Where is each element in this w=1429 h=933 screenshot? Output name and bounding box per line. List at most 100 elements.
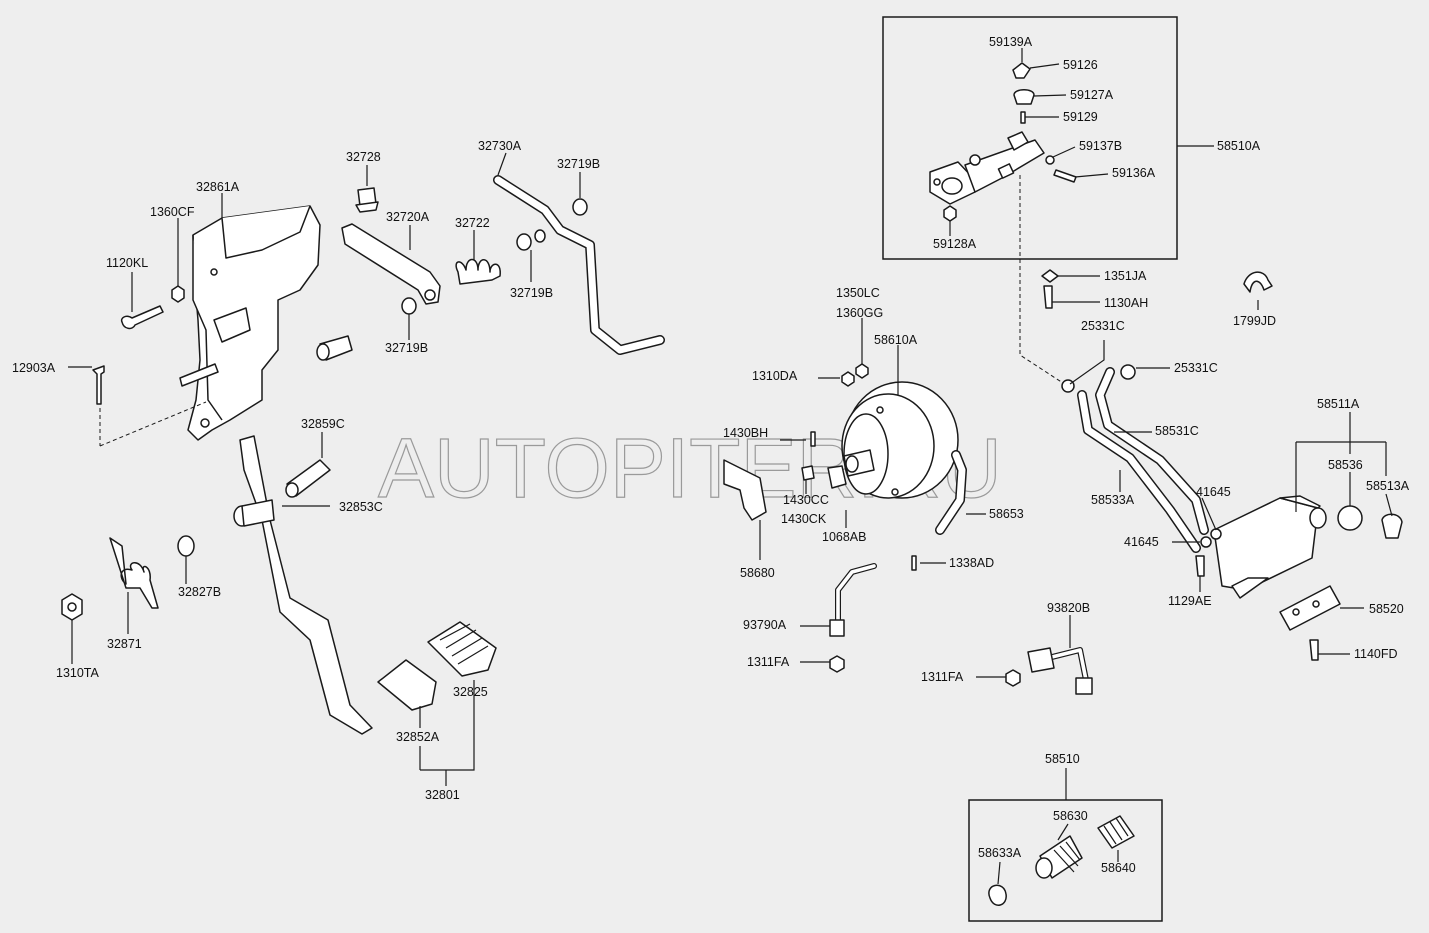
bolt-1430BH xyxy=(810,431,816,447)
label-59129: 59129 xyxy=(1063,110,1098,124)
bolt-1129AE xyxy=(1195,555,1205,577)
label-32825: 32825 xyxy=(453,685,488,699)
grommet-25331C-b xyxy=(1120,364,1136,380)
label-1338AD: 1338AD xyxy=(949,556,994,570)
label-1351JA: 1351JA xyxy=(1104,269,1147,283)
bracket-58680 xyxy=(723,459,767,521)
bolt-1120KL xyxy=(120,305,164,330)
label-32730A: 32730A xyxy=(478,139,522,153)
label-59139A: 59139A xyxy=(989,35,1033,49)
label-41645-a: 41645 xyxy=(1196,485,1231,499)
label-1360GG: 1360GG xyxy=(836,306,883,320)
label-59126: 59126 xyxy=(1063,58,1098,72)
bushing-32719B-b xyxy=(516,233,532,251)
switch-1430CK xyxy=(827,465,847,489)
clip-41645-a xyxy=(1210,528,1222,540)
nut-small xyxy=(943,205,957,222)
nut-1311FA-b xyxy=(1005,669,1021,687)
label-32859C: 32859C xyxy=(301,417,345,431)
label-1360CF: 1360CF xyxy=(150,205,195,219)
label-58630: 58630 xyxy=(1053,809,1088,823)
nut-1360CF xyxy=(171,285,185,303)
bolt-1140FD xyxy=(1309,639,1319,661)
bushing-32719B-c xyxy=(401,297,417,315)
master-cylinder-detail-box xyxy=(882,16,1178,260)
label-1799JD: 1799JD xyxy=(1233,314,1276,328)
label-58511A: 58511A xyxy=(1317,397,1360,411)
lever-32720A xyxy=(341,223,441,305)
label-32801: 32801 xyxy=(425,788,460,802)
bolt-1338AD xyxy=(911,555,917,571)
bushing-32719B-a xyxy=(572,198,588,216)
label-58610A: 58610A xyxy=(874,333,918,347)
label-1311FA-a: 1311FA xyxy=(747,655,790,669)
label-93820B: 93820B xyxy=(1047,601,1090,615)
brake-booster xyxy=(841,381,959,499)
label-58510: 58510 xyxy=(1045,752,1080,766)
label-59136A: 59136A xyxy=(1112,166,1156,180)
label-32722: 32722 xyxy=(455,216,490,230)
ring-58633A xyxy=(988,884,1007,906)
label-1310DA: 1310DA xyxy=(752,369,798,383)
label-41645-b: 41645 xyxy=(1124,535,1159,549)
bolt xyxy=(1053,169,1077,183)
label-32719B-c: 32719B xyxy=(385,341,428,355)
spring-32722 xyxy=(455,258,501,285)
label-58680: 58680 xyxy=(740,566,775,580)
label-32719B-b: 32719B xyxy=(510,286,553,300)
label-58531C: 58531C xyxy=(1155,424,1199,438)
label-59128A: 59128A xyxy=(933,237,977,251)
master-cylinder xyxy=(929,131,1045,205)
label-12903A: 12903A xyxy=(12,361,56,375)
clamp-1799JD xyxy=(1243,271,1273,293)
label-93790A: 93790A xyxy=(743,618,787,632)
clip-1351JA xyxy=(1041,269,1059,283)
label-32827B: 32827B xyxy=(178,585,221,599)
reservoir-cap xyxy=(1013,89,1035,105)
clip-1430CC xyxy=(801,465,815,481)
pad-32852A xyxy=(377,659,437,711)
part-labels: 59139A 59126 59127A 59129 59137B 59136A … xyxy=(12,35,1410,875)
label-1430CK: 1430CK xyxy=(781,512,827,526)
label-58520: 58520 xyxy=(1369,602,1404,616)
label-1129AE: 1129AE xyxy=(1168,594,1212,608)
label-25331C-a: 25331C xyxy=(1081,319,1125,333)
label-32719B-a: 32719B xyxy=(557,157,600,171)
label-1311FA-b: 1311FA xyxy=(921,670,964,684)
reservoir-58511A xyxy=(1213,497,1319,591)
label-32853C: 32853C xyxy=(339,500,383,514)
label-1068AB: 1068AB xyxy=(822,530,866,544)
pedal-bracket xyxy=(179,205,321,441)
cap-58536 xyxy=(1337,505,1363,531)
label-59127A: 59127A xyxy=(1070,88,1114,102)
label-58536: 58536 xyxy=(1328,458,1363,472)
label-1140FD: 1140FD xyxy=(1354,647,1398,661)
pedal-arm-32801 xyxy=(239,435,373,735)
label-32861A: 32861A xyxy=(196,180,240,194)
label-1430BH: 1430BH xyxy=(723,426,768,440)
spring-32871 xyxy=(109,537,159,609)
label-58533A: 58533A xyxy=(1091,493,1135,507)
label-1430CC: 1430CC xyxy=(783,493,829,507)
label-25331C-b: 25331C xyxy=(1174,361,1218,375)
sensor-93790A xyxy=(835,563,877,627)
bolt-1130AH xyxy=(1043,285,1053,309)
nut-1310DA xyxy=(841,371,855,387)
label-58653: 58653 xyxy=(989,507,1024,521)
nut-1311FA-a xyxy=(829,655,845,673)
label-1310TA: 1310TA xyxy=(56,666,100,680)
bracket-58520 xyxy=(1279,585,1341,631)
bleeder-screw xyxy=(1012,62,1031,79)
washer-1360GG xyxy=(855,363,869,379)
label-58513A: 58513A xyxy=(1366,479,1410,493)
label-1120KL: 1120KL xyxy=(106,256,148,270)
label-58640: 58640 xyxy=(1101,861,1136,875)
label-32720A: 32720A xyxy=(386,210,430,224)
label-1350LC: 1350LC xyxy=(836,286,880,300)
label-32728: 32728 xyxy=(346,150,381,164)
bushing-32827B xyxy=(177,535,195,557)
bolt-12903A xyxy=(92,365,105,405)
o-ring xyxy=(1045,155,1055,165)
clip-41645-b xyxy=(1200,536,1212,548)
